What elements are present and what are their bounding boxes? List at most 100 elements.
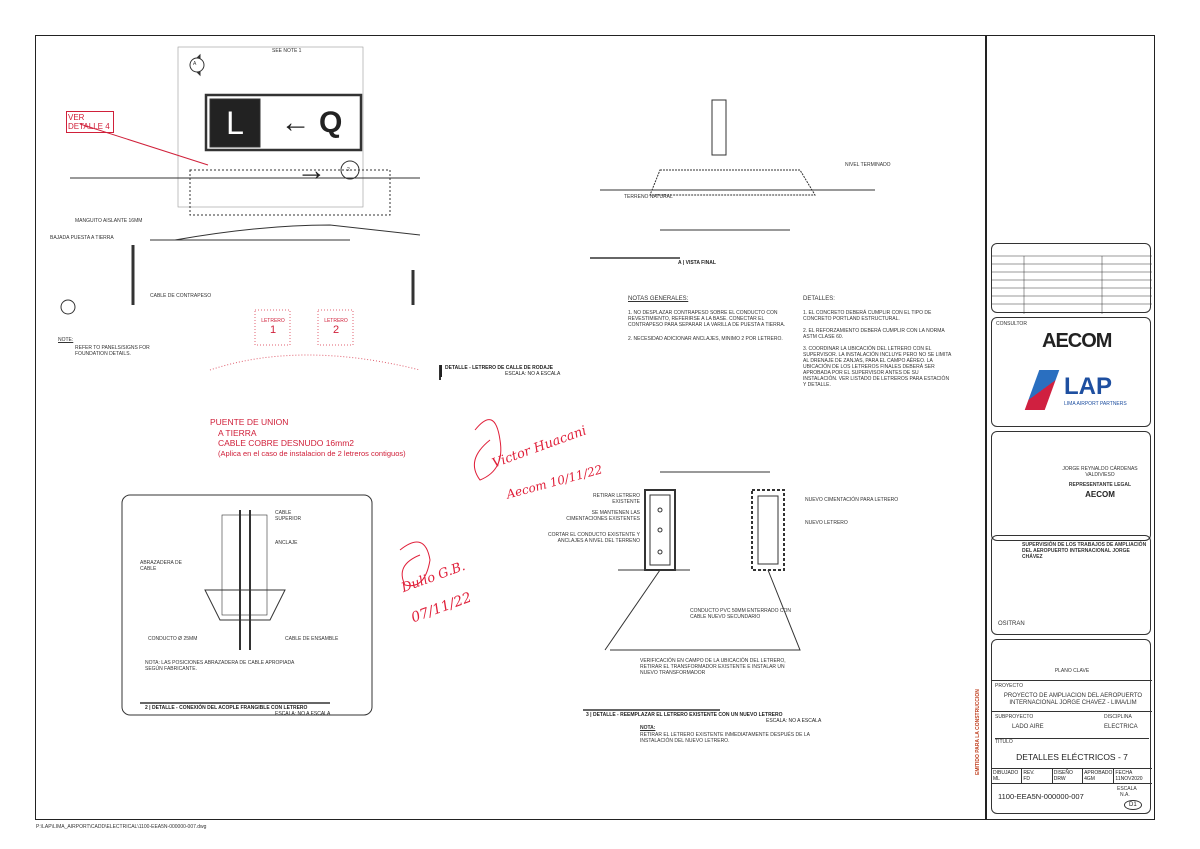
d3-nota-heading: NOTA:: [640, 725, 656, 731]
notas-heading: NOTAS GENERALES:: [628, 296, 689, 302]
callout-2: 2: [347, 167, 350, 173]
d2-nota: NOTA: LAS POSICIONES ABRAZADERA DE CABLE…: [145, 660, 295, 672]
ositran-text: SUPERVISIÓN DE LOS TRABAJOS DE AMPLIACIÓ…: [1022, 542, 1147, 560]
d3-label: CONDUCTO PVC 50mm ENTERRADO CON CABLE NU…: [690, 608, 792, 620]
d3-nota: RETIRAR EL LETRERO EXISTENTE INMEDIATAME…: [640, 732, 810, 744]
drawing-frame: [35, 35, 1155, 820]
plano-clave: PLANO CLAVE: [1054, 668, 1090, 674]
nivel-label: NIVEL TERMINADO: [845, 162, 891, 168]
approval-panel: Jorge Reynaldo Cárdenas Valdivieso REPRE…: [991, 431, 1151, 541]
num: 2: [145, 705, 148, 711]
note-heading: NOTE:: [58, 337, 74, 343]
revision-badge: D1: [1124, 800, 1142, 810]
v: ML: [993, 776, 1000, 782]
v: DRW: [1053, 776, 1066, 782]
letrero-number: 2: [332, 324, 340, 336]
d3-label: VERIFICACIÓN EN CAMPO DE LA UBICACIÓN DE…: [640, 658, 786, 676]
detail2-title: 2 | DETALLE - CONEXIÓN DEL ACOPLE FRANGI…: [145, 705, 331, 717]
redline-line: (Aplica en el caso de instalacion de 2 l…: [218, 448, 406, 458]
detalle-item: 1. EL CONCRETO DEBERÁ CUMPLIR CON EL TIP…: [803, 310, 932, 322]
v: 4GM: [1084, 776, 1095, 782]
discipline: ELECTRICA: [1104, 724, 1138, 730]
label: SUBPROYECTO: [995, 714, 1034, 720]
label: ESCALA: [1117, 786, 1137, 792]
redline-line: CABLE COBRE DESNUDO 16mm2: [218, 438, 355, 448]
detalles-heading: DETALLES:: [803, 296, 835, 302]
v: FD: [1023, 776, 1031, 782]
k: REV.: [1023, 770, 1035, 776]
file-path: P:\LAP\LIMA_AIRPORT\CADD\ELECTRICAL\1100…: [36, 824, 207, 830]
redline-line: A TIERRA: [218, 427, 257, 438]
label: DISCIPLINA: [1104, 714, 1132, 720]
letrero-label: LETRERO: [261, 318, 285, 324]
redline-note: PUENTE DE UNION A TIERRA CABLE COBRE DES…: [210, 417, 406, 459]
d2-label: CABLE SUPERIOR: [275, 510, 302, 522]
sign-letter-q: ← Q →: [280, 106, 343, 187]
letrero-number: 1: [269, 324, 277, 336]
callout-a: A: [193, 61, 197, 67]
lap-logo: LAP: [1064, 373, 1112, 400]
meta-cell: REV.FD: [1022, 769, 1053, 783]
scale: ESCALA: NO A ESCALA: [766, 718, 822, 724]
project-name: PROYECTO DE AMPLIACION DEL AEROPUERTO IN…: [1003, 693, 1143, 706]
sign-q: Q: [319, 106, 343, 139]
v: 11NOV2020: [1115, 776, 1143, 782]
d2-label: ANCLAJE: [275, 540, 298, 546]
note-label: BAJADA PUESTA A TIERRA: [50, 235, 114, 241]
title-text: DETALLE - LETRERO DE CALLE DE RODAJE: [445, 365, 553, 371]
note-label: MANGUITO AISLANTE 16mm: [75, 218, 143, 224]
client-label: CONSULTOR: [996, 321, 1027, 327]
rep-role: REPRESENTANTE LEGAL: [1068, 482, 1132, 488]
d3-label: NUEVO CIMENTACIÓN PARA LETRERO: [805, 497, 899, 503]
rep-name: Jorge Reynaldo Cárdenas Valdivieso: [1062, 466, 1138, 478]
rep-company: AECOM: [1085, 490, 1115, 499]
k: DISEÑO: [1053, 770, 1073, 776]
logo-panel: CONSULTOR AECOM LAP LIMA AIRPORT PARTNER…: [991, 317, 1151, 427]
d3-label: RETIRAR LETRERO EXISTENTE: [593, 493, 640, 505]
k: FECHA: [1115, 770, 1133, 776]
d3-label: SE MANTIENEN LAS CIMENTACIONES EXISTENTE…: [566, 510, 640, 522]
drawing-linework: [60, 46, 875, 716]
drawing-title: DETALLES ELÉCTRICOS - 7: [1016, 752, 1128, 762]
ver-detalle-4-callout: VER DETALLE 4: [66, 111, 114, 133]
nota-item: 2. NECESIDAD ADICIONAR ANCLAJES, MINIMO …: [628, 336, 783, 342]
vista-title: A | VISTA FINAL: [678, 260, 716, 266]
ositran-panel: SUPERVISIÓN DE LOS TRABAJOS DE AMPLIACIÓ…: [991, 535, 1151, 635]
label: TITULO: [995, 738, 1149, 745]
detalle-item: 3. COORDINAR LA UBICACIÓN DEL LETRERO CO…: [803, 346, 952, 388]
k: DIBUJADO: [993, 770, 1019, 776]
nota-item: 1. NO DESPLAZAR CONTRAPESO SOBRE EL COND…: [628, 310, 786, 328]
d2-label: CONDUCTO Ø 25mm: [148, 636, 198, 642]
scale: ESCALA: NO A ESCALA: [275, 711, 331, 717]
ositran-label: OSITRAN: [998, 621, 1025, 627]
note-text: REFER TO PANELS/SIGNS FOR FOUNDATION DET…: [75, 345, 150, 357]
revision-table: [991, 243, 1152, 314]
d3-label: CORTAR EL CONDUCTO EXISTENTE Y ANCLAJES …: [548, 532, 640, 544]
lap-subtitle: LIMA AIRPORT PARTNERS: [1064, 401, 1127, 407]
title-block: CONSULTOR AECOM LAP LIMA AIRPORT PARTNER…: [975, 35, 1155, 820]
detalles-notes: DETALLES: 1. EL CONCRETO DEBERÁ CUMPLIR …: [803, 296, 953, 388]
project-row: PROYECTO PROYECTO DE AMPLIACION DEL AERO…: [992, 680, 1152, 712]
area: LADO AIRE: [1012, 724, 1044, 730]
detalle-item: 2. EL REFORZAMIENTO DEBERÁ CUMPLIR CON L…: [803, 328, 945, 340]
issued-stamp: EMITIDO PARA LA CONSTRUCCION: [975, 689, 981, 775]
label: PROYECTO: [995, 683, 1023, 689]
d2-label: CABLE DE ENSAMBLE: [285, 636, 339, 642]
lap-logo-mark-icon: [1024, 370, 1060, 410]
k: APROBADO: [1084, 770, 1113, 776]
terreno-label: TERRENO NATURAL: [624, 194, 673, 200]
title: DETALLE - CONEXIÓN DEL ACOPLE FRANGIBLE …: [151, 705, 308, 711]
detail3-title: 3 | DETALLE - REEMPLAZAR EL LETRERO EXIS…: [586, 712, 822, 724]
info-panel: PLANO CLAVE PROYECTO PROYECTO DE AMPLIAC…: [991, 639, 1152, 814]
title: DETALLE - REEMPLAZAR EL LETRERO EXISTENT…: [592, 712, 783, 718]
drawing-number: 1100-EEA5N-000000-007: [998, 792, 1084, 801]
redline-line: PUENTE DE UNION: [210, 417, 289, 427]
num: 3: [586, 712, 589, 718]
title: VISTA FINAL: [685, 260, 716, 266]
scale: N.A.: [1120, 792, 1130, 798]
